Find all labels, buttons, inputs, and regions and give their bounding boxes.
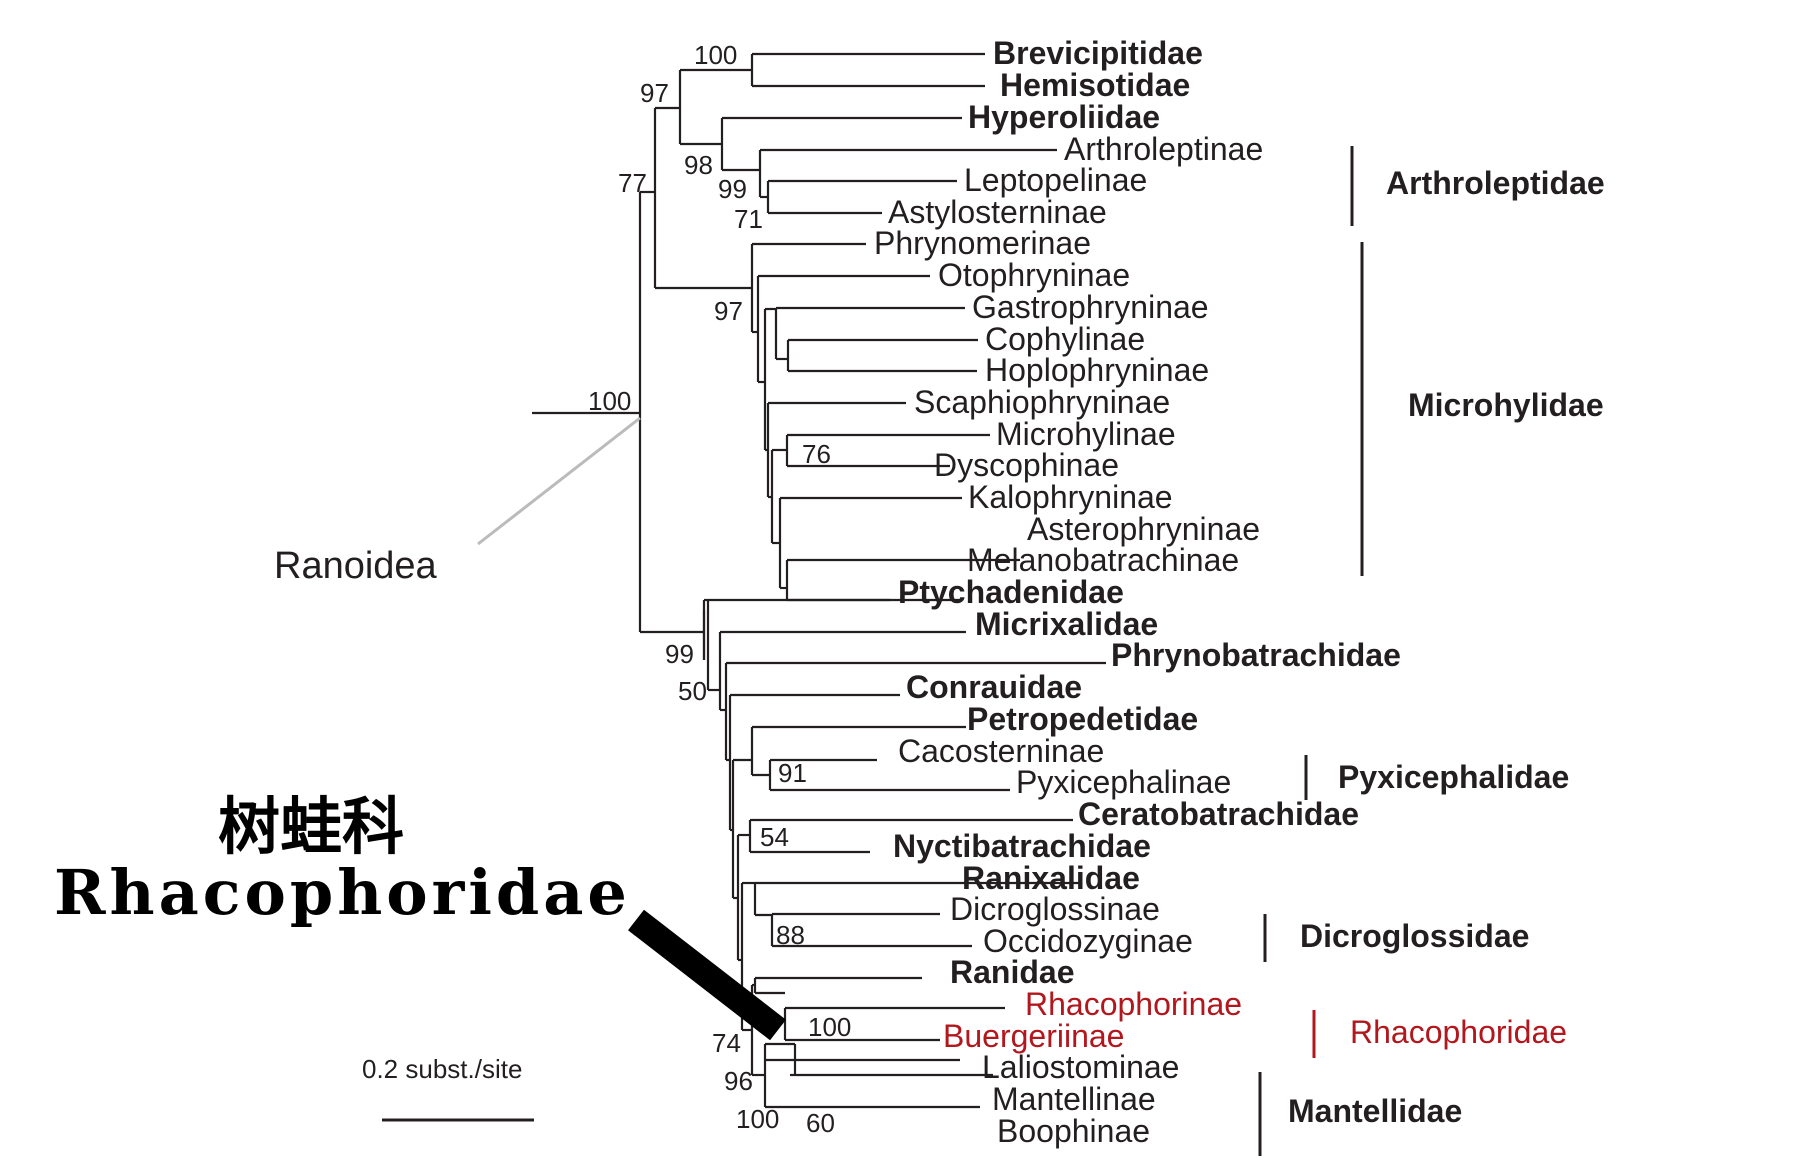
support-value: 50 xyxy=(678,676,707,706)
taxon-label: Asterophryninae xyxy=(1027,511,1260,547)
taxon-label: Scaphiophryninae xyxy=(914,384,1170,420)
clade-label-ranoidea: Ranoidea xyxy=(274,545,438,587)
taxon-label: Occidozyginae xyxy=(983,923,1193,959)
support-value: 54 xyxy=(760,822,789,852)
taxon-label: Boophinae xyxy=(997,1113,1150,1149)
support-value: 100 xyxy=(808,1012,851,1042)
support-value: 100 xyxy=(588,386,631,416)
taxon-label: Laliostominae xyxy=(982,1049,1179,1085)
taxon-label: Dyscophinae xyxy=(934,447,1119,483)
taxon-label: Micrixalidae xyxy=(975,606,1158,642)
taxon-label: Phrynomerinae xyxy=(874,225,1091,261)
family-label: Dicroglossidae xyxy=(1300,918,1529,954)
callout-chinese-name: 树蛙科 xyxy=(218,790,404,863)
support-value: 99 xyxy=(718,174,747,204)
ranoidea-pointer-line xyxy=(477,416,641,546)
taxon-label: Cophylinae xyxy=(985,321,1145,357)
taxon-label: Conrauidae xyxy=(906,669,1082,705)
support-value: 98 xyxy=(684,150,713,180)
taxon-label: Pyxicephalinae xyxy=(1016,764,1231,800)
support-value: 76 xyxy=(802,439,831,469)
taxon-label: Microhylinae xyxy=(996,416,1176,452)
support-value: 97 xyxy=(714,296,743,326)
family-label: Arthroleptidae xyxy=(1386,165,1605,201)
taxon-label: Arthroleptinae xyxy=(1064,131,1263,167)
support-value: 91 xyxy=(778,758,807,788)
taxon-label: Hemisotidae xyxy=(1000,67,1190,103)
scale-bar-label: 0.2 subst./site xyxy=(362,1054,522,1084)
family-brackets: Arthroleptidae Microhylidae Pyxicephalid… xyxy=(1258,146,1605,1156)
taxon-label: Dicroglossinae xyxy=(950,891,1160,927)
family-label: Microhylidae xyxy=(1408,387,1604,423)
support-values: 100 97 98 99 71 77 97 76 100 99 50 91 54… xyxy=(588,40,851,1138)
taxon-label: Phrynobatrachidae xyxy=(1111,637,1401,673)
support-value: 100 xyxy=(694,40,737,70)
support-value: 74 xyxy=(712,1028,741,1058)
taxon-label: Leptopelinae xyxy=(964,162,1147,198)
support-value: 71 xyxy=(734,204,763,234)
support-value: 97 xyxy=(640,78,669,108)
support-value: 96 xyxy=(724,1066,753,1096)
taxon-label: Brevicipitidae xyxy=(993,35,1203,71)
taxon-label: Ranidae xyxy=(950,954,1074,990)
taxon-label: Nyctibatrachidae xyxy=(893,828,1151,864)
taxon-label: Mantellinae xyxy=(992,1081,1156,1117)
taxon-label: Astylosterninae xyxy=(888,194,1107,230)
taxon-label: Hoplophryninae xyxy=(985,352,1209,388)
taxon-label: Gastrophryninae xyxy=(972,289,1209,325)
taxon-label: Ptychadenidae xyxy=(898,574,1124,610)
taxon-label: Rhacophorinae xyxy=(1025,986,1242,1022)
taxon-label: Buergeriinae xyxy=(943,1018,1124,1054)
taxon-label: Ceratobatrachidae xyxy=(1078,796,1359,832)
taxon-label: Hyperoliidae xyxy=(968,99,1160,135)
support-value: 88 xyxy=(776,920,805,950)
family-label: Mantellidae xyxy=(1288,1093,1462,1129)
taxon-label: Cacosterninae xyxy=(898,733,1104,769)
taxon-label: Ranixalidae xyxy=(962,860,1140,896)
taxon-label: Kalophryninae xyxy=(968,479,1173,515)
support-value: 60 xyxy=(806,1108,835,1138)
taxon-label: Melanobatrachinae xyxy=(967,542,1239,578)
taxon-label: Petropedetidae xyxy=(967,701,1198,737)
taxon-label: Otophryninae xyxy=(938,257,1130,293)
callout-pointer-bar xyxy=(628,909,786,1041)
family-label: Pyxicephalidae xyxy=(1338,759,1569,795)
tree-branches xyxy=(532,52,1106,1109)
taxon-labels: Brevicipitidae Hemisotidae Hyperoliidae … xyxy=(874,35,1401,1149)
callout-latin-name: Rhacophoridae xyxy=(54,856,631,929)
support-value: 100 xyxy=(736,1104,779,1134)
support-value: 77 xyxy=(618,168,647,198)
family-label-highlighted: Rhacophoridae xyxy=(1350,1014,1567,1050)
support-value: 99 xyxy=(665,639,694,669)
